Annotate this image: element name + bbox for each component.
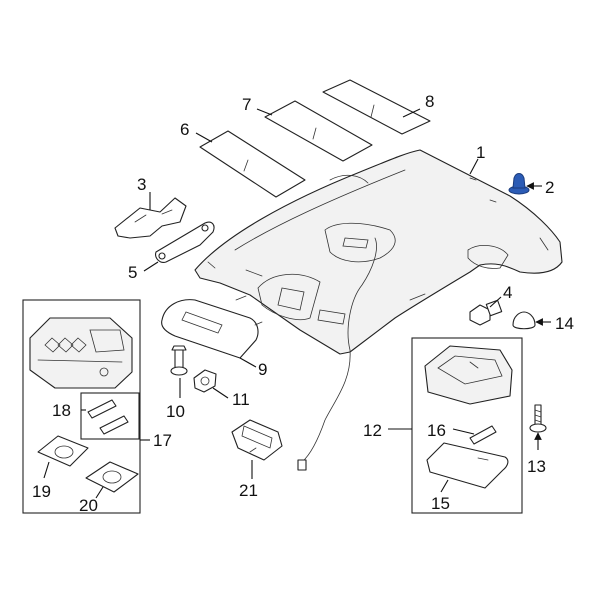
part-12-room-lamp[interactable] — [424, 345, 513, 405]
callout-7[interactable]: 7 — [242, 95, 251, 114]
callout-2[interactable]: 2 — [545, 178, 554, 197]
part-17-console[interactable] — [29, 317, 133, 389]
part-4-screw[interactable] — [469, 299, 503, 326]
callout-3[interactable]: 3 — [137, 175, 146, 194]
part-13-screw[interactable] — [529, 404, 547, 433]
callout-1[interactable]: 1 — [476, 143, 485, 162]
part-7-pad[interactable] — [264, 100, 373, 162]
callout-20[interactable]: 20 — [79, 496, 98, 515]
callout-4[interactable]: 4 — [503, 283, 512, 302]
group-box-12 — [411, 337, 523, 514]
part-21-lamp[interactable] — [231, 419, 283, 461]
callout-21[interactable]: 21 — [239, 481, 258, 500]
part-10-visor-pin[interactable] — [170, 345, 188, 376]
callout-18[interactable]: 18 — [52, 401, 71, 420]
part-3-bracket[interactable] — [114, 197, 187, 239]
part-11-visor-holder[interactable] — [193, 369, 217, 393]
callout-19[interactable]: 19 — [32, 482, 51, 501]
callout-14[interactable]: 14 — [555, 314, 574, 333]
group-box-18 — [80, 392, 140, 440]
callout-11[interactable]: 11 — [232, 390, 250, 409]
part-19-lens[interactable] — [37, 435, 89, 467]
callout-8[interactable]: 8 — [425, 92, 434, 111]
part-5-grab-handle[interactable] — [155, 221, 215, 263]
callout-17[interactable]: 17 — [153, 431, 172, 450]
group-box-17 — [22, 299, 141, 514]
callout-13[interactable]: 13 — [527, 457, 546, 476]
part-2-fastener[interactable] — [508, 173, 530, 195]
part-14-clip[interactable] — [512, 311, 536, 330]
part-15-lens[interactable] — [426, 442, 509, 489]
part-1-headliner[interactable] — [194, 149, 563, 355]
callout-5[interactable]: 5 — [128, 263, 137, 282]
callout-6[interactable]: 6 — [180, 120, 189, 139]
part-6-pad[interactable] — [199, 130, 306, 198]
callout-9[interactable]: 9 — [258, 360, 267, 379]
callout-10[interactable]: 10 — [166, 402, 185, 421]
callout-labels: 1 2 3 4 5 6 7 8 9 10 11 12 13 14 15 16 1… — [32, 92, 574, 515]
part-8-pad[interactable] — [322, 79, 431, 135]
callout-12[interactable]: 12 — [363, 421, 382, 440]
callout-16[interactable]: 16 — [427, 421, 446, 440]
part-9-sun-visor[interactable] — [161, 299, 263, 359]
part-16-bulb[interactable] — [469, 425, 497, 445]
part-18-bulbs[interactable] — [87, 399, 129, 435]
callout-15[interactable]: 15 — [431, 494, 450, 513]
wire-harness[interactable] — [297, 237, 377, 471]
leader-lines — [43, 108, 551, 499]
part-20-lens[interactable] — [85, 461, 139, 493]
